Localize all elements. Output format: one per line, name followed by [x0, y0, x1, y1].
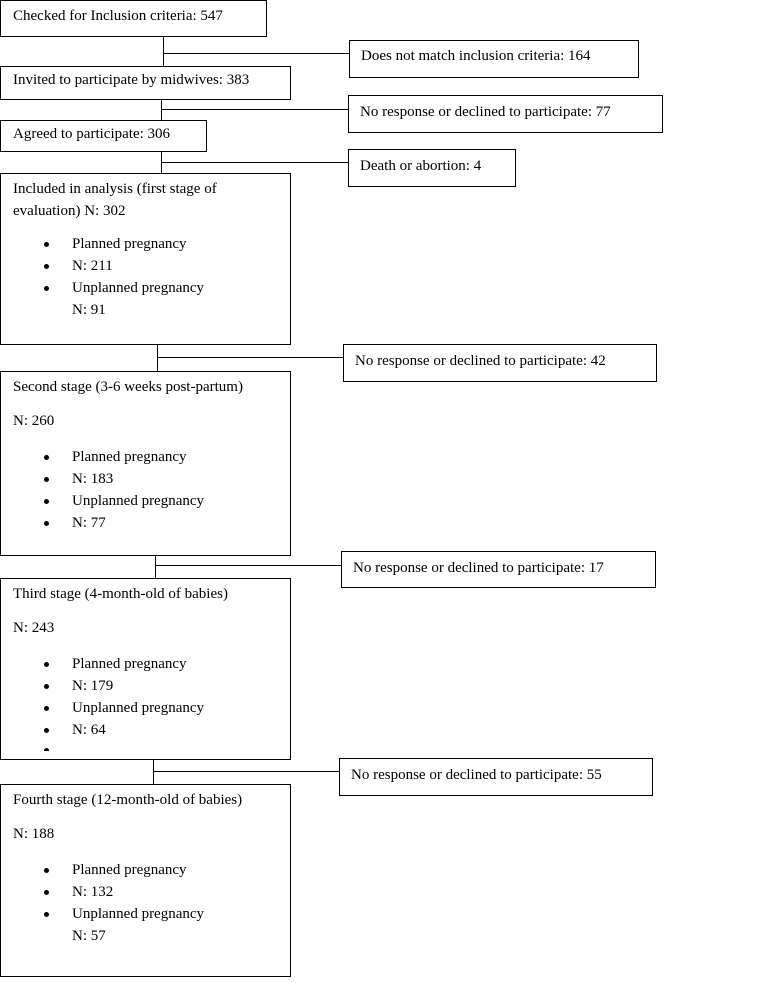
stage1-title-line1: Included in analysis (first stage of: [13, 181, 217, 197]
bullet-icon: [44, 912, 49, 917]
stage4-title: Fourth stage (12-month-old of babies): [13, 792, 243, 808]
stage2-box: Second stage (3-6 weeks post-partum) N: …: [0, 371, 291, 556]
connector-line: [155, 555, 156, 578]
list-item: Unplanned pregnancy: [1, 277, 204, 299]
agreed-label: Agreed to participate: 306: [13, 126, 171, 142]
stage1-title-line2: evaluation) N: 302: [13, 203, 126, 219]
list-item: N: 57: [72, 928, 106, 944]
stage4-list: Planned pregnancy N: 132 Unplanned pregn…: [1, 859, 204, 947]
bullet-icon: [44, 455, 49, 460]
checked-box: Checked for Inclusion criteria: 547: [0, 0, 267, 37]
invited-label: Invited to participate by midwives: 383: [13, 72, 250, 88]
bullet-icon: [44, 477, 49, 482]
exclusion-label-4: No response or declined to participate: …: [351, 767, 602, 783]
list-item: N: 77: [1, 512, 204, 534]
stage4-box: Fourth stage (12-month-old of babies) N:…: [0, 784, 291, 977]
stage4-n: N: 188: [13, 826, 55, 842]
stage2-title: Second stage (3-6 weeks post-partum): [13, 379, 243, 395]
list-item: N: 132: [1, 881, 204, 903]
bullet-icon: [44, 868, 49, 873]
list-item: N: 179: [1, 675, 204, 697]
stage2-n: N: 260: [13, 413, 55, 429]
stage3-box: Third stage (4-month-old of babies) N: 2…: [0, 578, 291, 760]
connector-line: [163, 37, 164, 66]
exclusion-label-1: No response or declined to participate: …: [360, 104, 611, 120]
connector-line: [155, 565, 341, 566]
bullet-icon: [44, 662, 49, 667]
list-item: Planned pregnancy: [1, 653, 204, 675]
stage1-list: Planned pregnancy N: 211 Unplanned pregn…: [1, 233, 204, 321]
stage2-list: Planned pregnancy N: 183 Unplanned pregn…: [1, 446, 204, 534]
exclusion-box-3: No response or declined to participate: …: [341, 551, 656, 588]
connector-line: [161, 109, 348, 110]
list-item: Planned pregnancy: [1, 446, 204, 468]
checked-label: Checked for Inclusion criteria: 547: [13, 8, 223, 24]
exclusion-criteria-label: Does not match inclusion criteria: 164: [361, 48, 591, 64]
exclusion-label-2: No response or declined to participate: …: [355, 353, 606, 369]
stage1-box: Included in analysis (first stage of eva…: [0, 173, 291, 345]
list-item: Unplanned pregnancy: [1, 903, 204, 925]
exclusion-label-3: No response or declined to participate: …: [353, 560, 604, 576]
invited-box: Invited to participate by midwives: 383: [0, 66, 291, 100]
list-item: Unplanned pregnancy: [1, 490, 204, 512]
connector-line: [153, 771, 339, 772]
list-item: Planned pregnancy: [1, 859, 204, 881]
stage3-list: Planned pregnancy N: 179 Unplanned pregn…: [1, 653, 204, 741]
exclusion-death-label: Death or abortion: 4: [360, 158, 482, 174]
bullet-icon: [44, 499, 49, 504]
bullet-icon: [44, 706, 49, 711]
bullet-icon: [44, 748, 49, 751]
bullet-icon: [44, 728, 49, 733]
bullet-icon: [44, 521, 49, 526]
connector-line: [161, 162, 348, 163]
list-item: N: 91: [72, 302, 106, 318]
bullet-icon: [44, 684, 49, 689]
list-item: N: 64: [1, 719, 204, 741]
agreed-box: Agreed to participate: 306: [0, 120, 207, 152]
exclusion-box-4: No response or declined to participate: …: [339, 758, 653, 796]
list-item: Planned pregnancy: [1, 233, 204, 255]
connector-line: [163, 53, 349, 54]
list-item: N: 183: [1, 468, 204, 490]
exclusion-box-death: Death or abortion: 4: [348, 149, 516, 187]
bullet-icon: [44, 264, 49, 269]
bullet-icon: [44, 890, 49, 895]
stage3-title: Third stage (4-month-old of babies): [13, 586, 228, 602]
stage3-n: N: 243: [13, 620, 55, 636]
bullet-icon: [44, 286, 49, 291]
list-item: N: 211: [1, 255, 204, 277]
exclusion-box-criteria: Does not match inclusion criteria: 164: [349, 40, 639, 78]
exclusion-box-1: No response or declined to participate: …: [348, 95, 663, 133]
list-item: Unplanned pregnancy: [1, 697, 204, 719]
bullet-icon: [44, 242, 49, 247]
exclusion-box-2: No response or declined to participate: …: [343, 344, 657, 382]
connector-line: [157, 357, 343, 358]
